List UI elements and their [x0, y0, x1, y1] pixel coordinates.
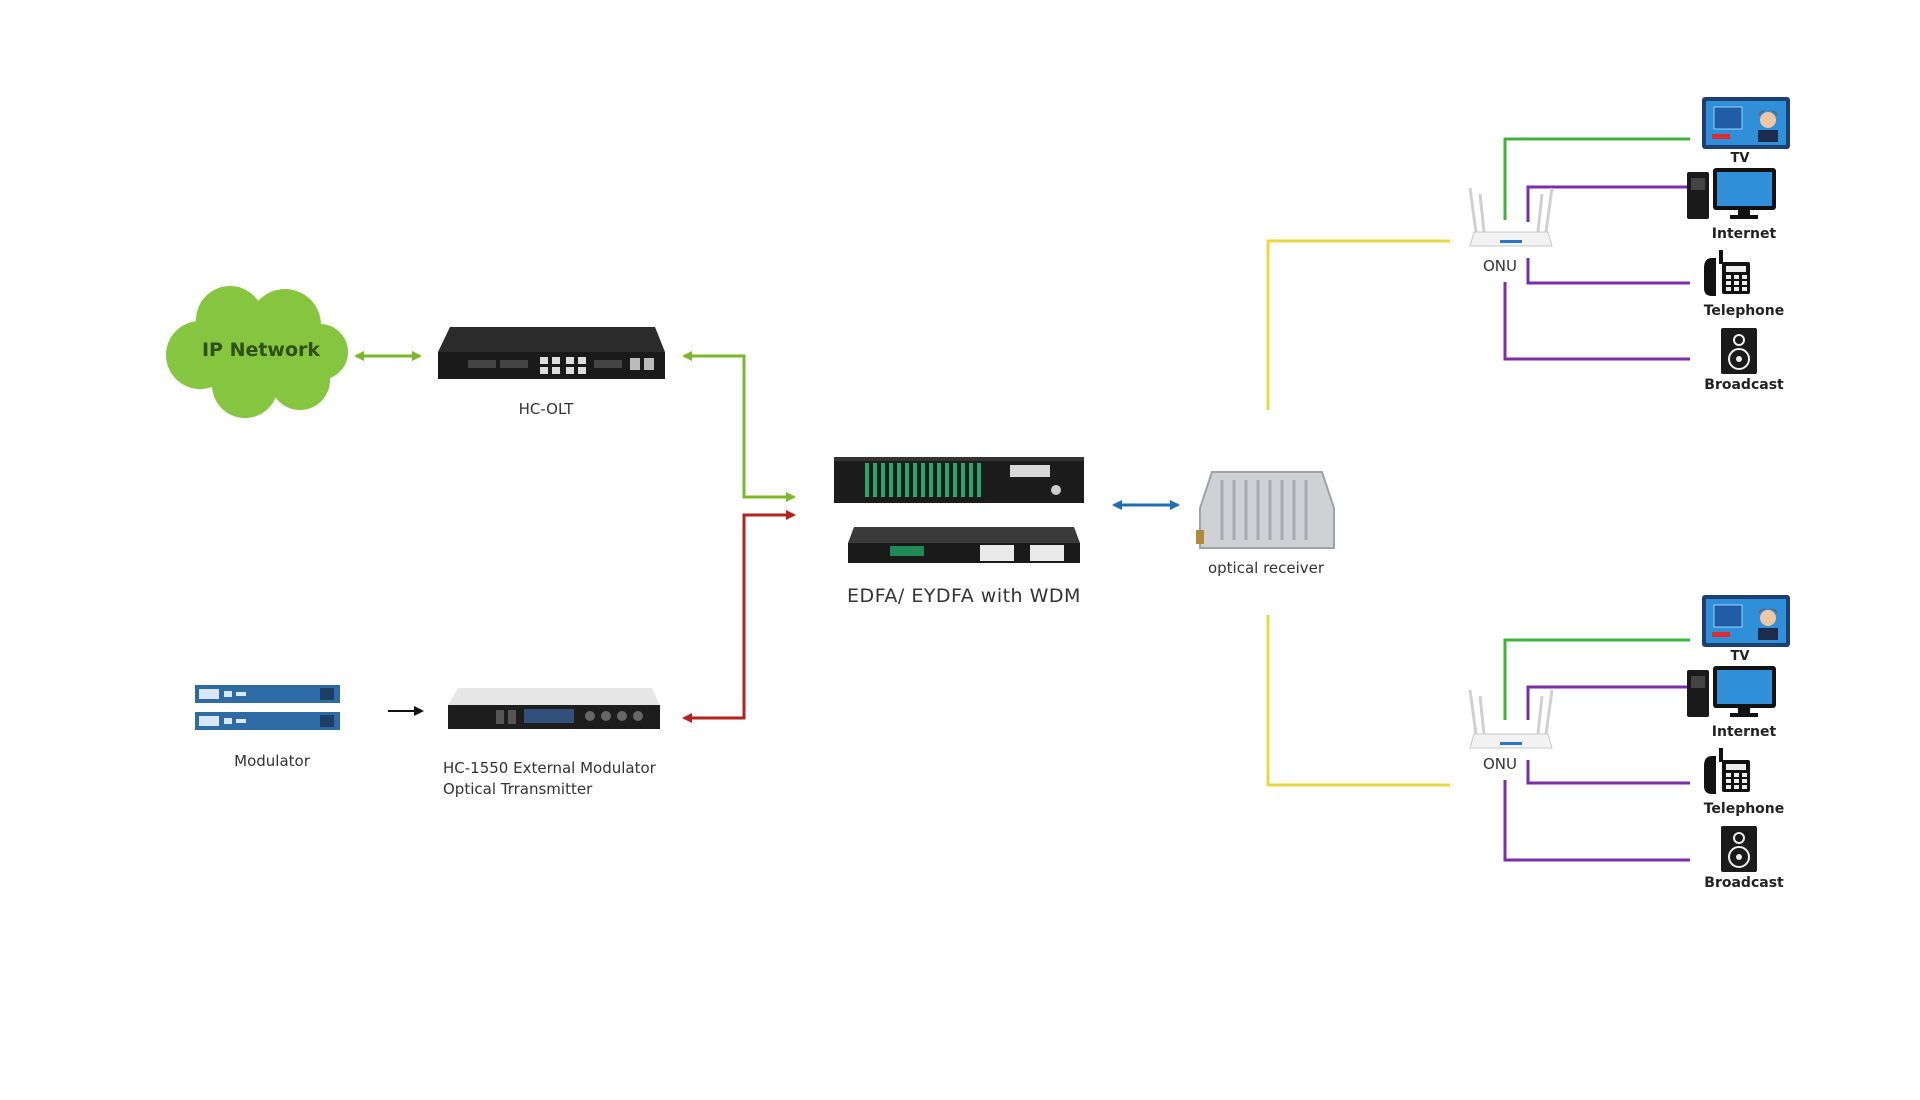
- onu-top-tv-link: [1503, 137, 1690, 220]
- onu-bottom-broadcast-link: [1503, 780, 1690, 862]
- transmitter-edfa-link: [682, 510, 796, 723]
- transmitter-label-line2: Optical Trransmitter: [443, 780, 593, 798]
- telephone-icon: [1704, 250, 1750, 296]
- computer-icon: [1687, 666, 1776, 717]
- receiver-onu-bottom-link: [1266, 615, 1450, 787]
- onu-bottom-internet-link: [1526, 685, 1690, 720]
- ip-network-label: IP Network: [201, 339, 321, 361]
- broadcast-top-label: Broadcast: [1704, 377, 1784, 393]
- onu-top-internet-link: [1526, 185, 1690, 222]
- modulator-icon: [195, 685, 340, 730]
- router-icon: [1468, 187, 1554, 247]
- onu-top-broadcast-link: [1503, 282, 1690, 361]
- optical-receiver-label: optical receiver: [1207, 559, 1325, 577]
- edfa-label: EDFA/ EYDFA with WDM: [847, 585, 1081, 607]
- telephone-bottom-label: Telephone: [1703, 801, 1785, 817]
- onu-bottom-tv-link: [1503, 638, 1690, 720]
- modulator-label: Modulator: [234, 752, 310, 770]
- internet-top-label: Internet: [1711, 226, 1777, 242]
- telephone-top-label: Telephone: [1703, 303, 1785, 319]
- cloud-icon: [166, 286, 348, 418]
- onu-bottom-telephone-link: [1526, 760, 1690, 785]
- broadcast-bottom-label: Broadcast: [1704, 875, 1784, 891]
- receiver-onu-top-link: [1266, 239, 1450, 410]
- tv-icon: [1702, 595, 1790, 647]
- computer-icon: [1687, 168, 1776, 219]
- onu-top-label: ONU: [1482, 257, 1518, 275]
- edfa-device-icon: [834, 457, 1084, 563]
- olt-edfa-link: [682, 351, 796, 502]
- internet-bottom-label: Internet: [1711, 724, 1777, 740]
- speaker-icon: [1721, 328, 1757, 374]
- olt-device-icon: [438, 327, 665, 379]
- onu-top-telephone-link: [1526, 281, 1690, 285]
- telephone-icon: [1704, 748, 1750, 794]
- router-icon: [1468, 689, 1554, 749]
- onu-bottom-label: ONU: [1482, 755, 1518, 773]
- hc-olt-label: HC-OLT: [518, 400, 574, 418]
- tv-icon: [1702, 97, 1790, 149]
- speaker-icon: [1721, 826, 1757, 872]
- tv-top-label: TV: [1730, 151, 1750, 166]
- tv-bottom-label: TV: [1730, 649, 1750, 664]
- optical-receiver-icon: [1196, 471, 1335, 549]
- transmitter-device-icon: [448, 688, 660, 729]
- transmitter-label-line1: HC-1550 External Modulator: [443, 759, 656, 777]
